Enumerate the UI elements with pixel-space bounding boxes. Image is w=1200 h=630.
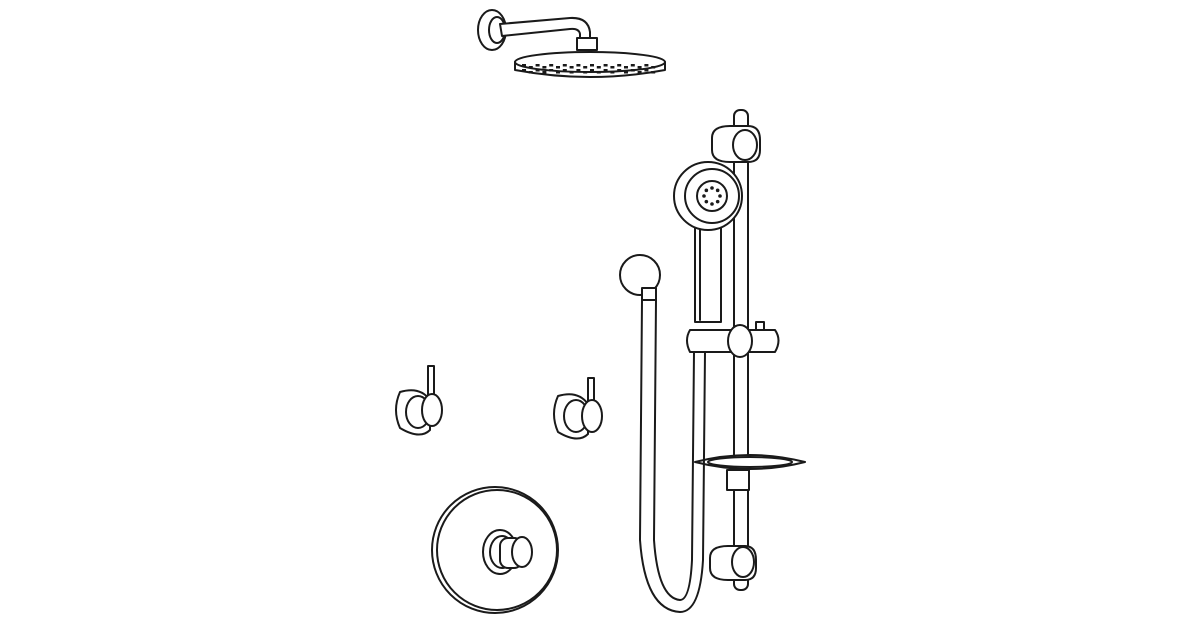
nozzle xyxy=(583,66,588,69)
nozzle xyxy=(569,71,574,74)
nozzle xyxy=(644,69,649,72)
rain-showerhead xyxy=(514,51,666,78)
nozzle xyxy=(522,69,526,72)
nozzle xyxy=(610,71,615,74)
wall-supply-elbow xyxy=(619,254,661,301)
slide-bar-top-bracket xyxy=(711,125,761,163)
handshower-nozzle xyxy=(710,186,714,190)
nozzle xyxy=(576,69,581,72)
handshower xyxy=(673,161,743,323)
handshower-nozzle xyxy=(704,188,709,193)
nozzle xyxy=(583,71,588,74)
nozzle xyxy=(590,69,594,72)
nozzle xyxy=(624,71,628,74)
nozzle xyxy=(562,64,567,67)
handshower-nozzle xyxy=(710,202,714,206)
diverter-handle-right[interactable] xyxy=(553,377,603,440)
soap-dish xyxy=(694,454,806,491)
nozzle xyxy=(617,64,622,67)
nozzle xyxy=(549,64,554,67)
shower-arm xyxy=(477,9,598,51)
thermostatic-valve-trim[interactable] xyxy=(431,486,559,614)
nozzle xyxy=(637,66,642,69)
slide-bar-slider xyxy=(686,321,780,358)
nozzle xyxy=(556,71,560,74)
slide-bar-bottom-bracket xyxy=(709,545,757,581)
nozzle xyxy=(528,66,533,69)
nozzle xyxy=(596,71,601,74)
handshower-nozzle xyxy=(702,194,706,198)
nozzle xyxy=(610,66,615,69)
nozzle xyxy=(562,69,567,72)
nozzle xyxy=(644,64,649,67)
nozzle xyxy=(535,69,540,72)
nozzle xyxy=(603,69,608,72)
nozzle xyxy=(590,64,594,67)
nozzle xyxy=(617,69,622,72)
nozzle xyxy=(596,66,601,69)
handshower-nozzle xyxy=(715,188,720,193)
nozzle xyxy=(542,71,547,74)
handshower-nozzle xyxy=(718,194,722,198)
nozzle xyxy=(542,66,547,69)
nozzle xyxy=(630,64,635,67)
nozzle xyxy=(556,66,560,69)
nozzle xyxy=(603,64,608,67)
diverter-handle-left[interactable] xyxy=(395,365,443,436)
nozzle xyxy=(569,66,574,69)
nozzle xyxy=(651,71,656,74)
nozzle xyxy=(624,66,628,69)
nozzle xyxy=(522,64,526,67)
hose xyxy=(638,299,706,614)
nozzle xyxy=(528,71,533,74)
nozzle xyxy=(651,66,656,69)
handshower-nozzle xyxy=(704,199,709,204)
nozzle xyxy=(535,64,540,67)
nozzle xyxy=(630,69,635,72)
nozzle xyxy=(549,69,554,72)
nozzle xyxy=(576,64,581,67)
handshower-nozzle xyxy=(715,199,720,204)
nozzle xyxy=(637,71,642,74)
